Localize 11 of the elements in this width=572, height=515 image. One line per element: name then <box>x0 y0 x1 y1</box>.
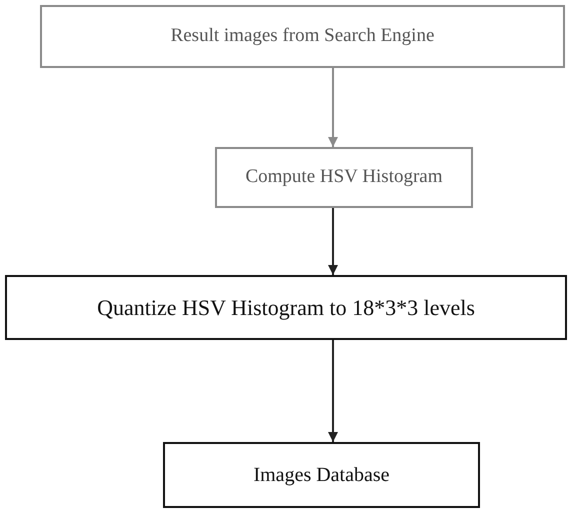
arrow <box>328 340 338 442</box>
box-label: Compute HSV Histogram <box>245 165 443 190</box>
box-label: Images Database <box>253 463 390 488</box>
process-box <box>163 442 480 508</box>
process-box <box>5 275 567 340</box>
box-label: Quantize HSV Histogram to 18*3*3 levels <box>97 294 475 322</box>
box-label: Result images from Search Engine <box>170 24 434 48</box>
arrow <box>328 208 338 275</box>
process-box <box>40 5 565 68</box>
process-box <box>215 147 473 208</box>
arrow <box>328 68 338 147</box>
